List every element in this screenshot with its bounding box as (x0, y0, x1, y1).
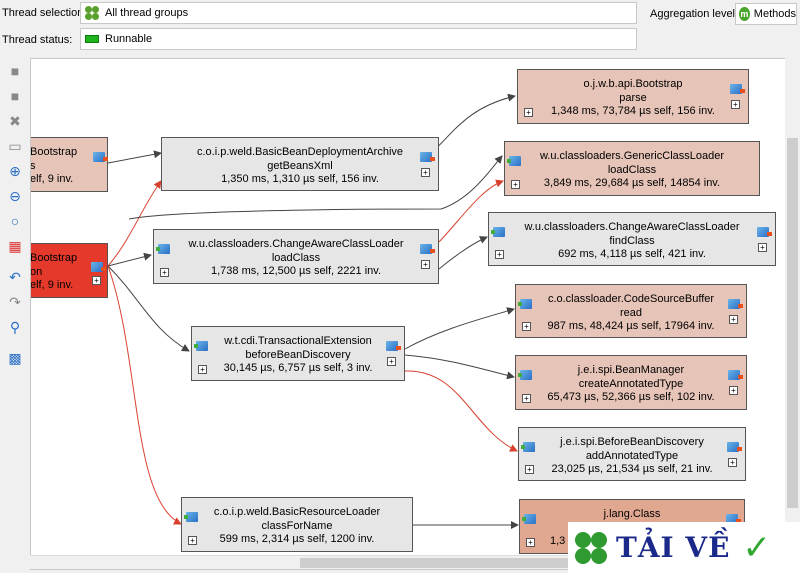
thread-selection-field[interactable]: All thread groups (80, 2, 637, 24)
outgoing-calls-icon[interactable] (727, 442, 742, 452)
incoming-calls-icon[interactable] (156, 244, 170, 254)
edge (404, 307, 515, 350)
incoming-calls-icon[interactable] (507, 156, 521, 166)
expand-icon[interactable]: + (526, 538, 535, 547)
outgoing-calls-icon[interactable] (728, 299, 743, 309)
incoming-calls-icon[interactable] (518, 299, 532, 309)
fit-icon[interactable]: ▦ (8, 237, 22, 254)
thread-group-icon (85, 6, 99, 20)
call-node[interactable]: c.o.i.p.weld.BasicBeanDeploymentArchive … (161, 137, 439, 191)
find-icon[interactable]: ⚲ (9, 318, 21, 335)
call-node[interactable]: c.o.classloader.CodeSourceBuffer read 98… (515, 284, 747, 338)
expand-icon[interactable]: + (728, 458, 737, 467)
edge (107, 265, 182, 525)
thread-selection-value: All thread groups (105, 7, 189, 19)
expand-icon[interactable]: + (525, 465, 534, 474)
incoming-calls-icon[interactable] (491, 227, 505, 237)
thread-selection-label: Thread selection: (2, 7, 87, 19)
call-node[interactable]: o.j.w.b.api.Bootstrap parse 1,348 ms, 73… (517, 69, 749, 124)
expand-icon[interactable]: + (729, 315, 738, 324)
expand-icon[interactable]: + (387, 357, 396, 366)
call-node[interactable]: Bootstrap s elf, 9 inv. (31, 137, 108, 192)
edge (404, 354, 515, 380)
navigate-back-icon[interactable]: ■ (10, 63, 20, 79)
outgoing-calls-icon[interactable] (91, 262, 106, 272)
aggregation-level-button[interactable]: m Methods (735, 3, 797, 25)
expand-icon[interactable]: + (731, 100, 740, 109)
zoom-100-icon[interactable]: ○ (10, 213, 20, 229)
outgoing-calls-icon[interactable] (420, 244, 435, 254)
call-node[interactable]: w.u.classloaders.ChangeAwareClassLoader … (488, 212, 776, 266)
call-graph-canvas[interactable]: Bootstrap s elf, 9 inv. Bootstrap on elf… (30, 58, 800, 570)
thread-status-field[interactable]: Runnable (80, 28, 637, 50)
expand-icon[interactable]: + (421, 168, 430, 177)
thread-status-value: Runnable (105, 33, 153, 45)
outgoing-calls-icon[interactable] (730, 84, 745, 94)
outgoing-calls-icon[interactable] (386, 341, 401, 351)
expand-icon[interactable]: + (758, 243, 767, 252)
check-icon: ✓ (742, 528, 771, 567)
banner-text: TẢI VỀ (616, 531, 731, 564)
edge (128, 155, 503, 220)
expand-icon[interactable]: + (522, 394, 531, 403)
expand-icon[interactable]: + (524, 108, 533, 117)
horizontal-scrollbar-thumb[interactable] (300, 558, 740, 568)
expand-icon[interactable]: + (522, 322, 531, 331)
expand-icon[interactable]: + (495, 250, 504, 259)
aggregation-level-value: Methods (753, 8, 796, 20)
clover-logo-icon (574, 531, 608, 565)
export-icon[interactable]: ▩ (8, 349, 22, 366)
outgoing-calls-icon[interactable] (420, 152, 435, 162)
incoming-calls-icon[interactable] (521, 442, 535, 452)
outgoing-calls-icon[interactable] (728, 370, 743, 380)
expand-icon[interactable]: + (421, 260, 430, 269)
edge (107, 265, 190, 352)
navigate-forward-icon[interactable]: ■ (10, 88, 20, 104)
call-node[interactable]: w.t.cdi.TransactionalExtension beforeBea… (191, 326, 405, 381)
edge (107, 180, 162, 267)
methods-icon: m (739, 7, 750, 21)
incoming-calls-icon[interactable] (194, 341, 208, 351)
expand-icon[interactable]: + (188, 536, 197, 545)
call-node[interactable]: j.e.i.spi.BeanManager createAnnotatedTyp… (515, 355, 747, 410)
edge (404, 370, 518, 452)
call-node[interactable]: j.e.i.spi.BeforeBeanDiscovery addAnnotat… (518, 427, 746, 481)
incoming-calls-icon[interactable] (522, 514, 536, 524)
expand-icon[interactable]: + (198, 365, 207, 374)
graph-toolbar: ■ ■ ✖ ▭ ⊕ ⊖ ○ ▦ ↶ ↷ ⚲ ▩ (4, 60, 28, 372)
zoom-out-icon[interactable]: ⊖ (9, 187, 21, 204)
incoming-calls-icon[interactable] (184, 512, 198, 522)
expand-icon[interactable]: + (160, 268, 169, 277)
incoming-calls-icon[interactable] (518, 370, 532, 380)
expand-icon[interactable]: + (92, 276, 101, 285)
call-node[interactable]: w.u.classloaders.GenericClassLoader load… (504, 141, 760, 196)
expand-icon[interactable]: + (729, 386, 738, 395)
edge (438, 236, 488, 270)
runnable-status-icon (85, 35, 99, 43)
undo-icon[interactable]: ↶ (9, 268, 21, 285)
delete-icon[interactable]: ✖ (9, 112, 21, 129)
outgoing-calls-icon[interactable] (726, 514, 741, 524)
edge (107, 252, 152, 267)
call-node[interactable]: w.u.classloaders.ChangeAwareClassLoader … (153, 229, 439, 284)
thread-status-label: Thread status: (2, 34, 73, 46)
call-node[interactable]: Bootstrap on elf, 9 inv. + (31, 243, 108, 298)
outgoing-calls-icon[interactable] (93, 152, 108, 162)
trash-icon[interactable]: ▭ (8, 137, 22, 154)
vertical-scrollbar[interactable] (785, 58, 800, 555)
zoom-in-icon[interactable]: ⊕ (9, 162, 21, 179)
download-banner[interactable]: TẢI VỀ ✓ (568, 522, 800, 573)
redo-icon[interactable]: ↷ (9, 293, 21, 310)
expand-icon[interactable]: + (511, 180, 520, 189)
edge (107, 150, 162, 164)
aggregation-level-label: Aggregation level: (650, 8, 739, 20)
call-node[interactable]: c.o.i.p.weld.BasicResourceLoader classFo… (181, 497, 413, 552)
outgoing-calls-icon[interactable] (757, 227, 772, 237)
edge (438, 179, 504, 243)
vertical-scrollbar-thumb[interactable] (787, 138, 798, 508)
